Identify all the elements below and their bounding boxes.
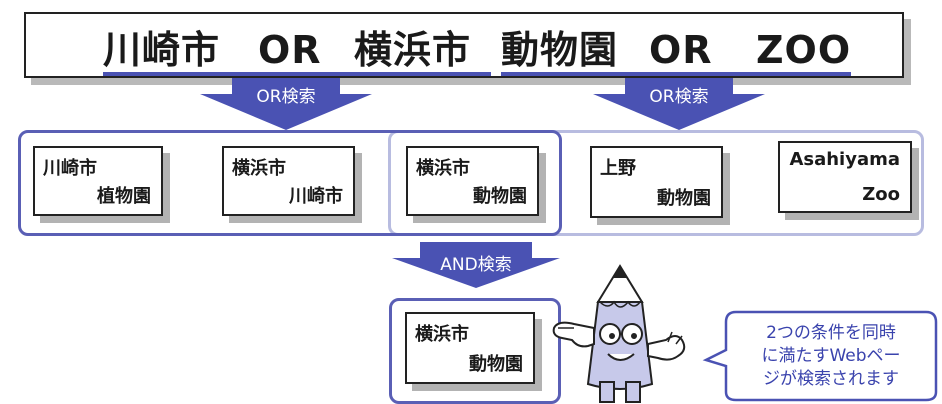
site-card-line2: 川崎市 (289, 186, 343, 207)
left-group-underline (103, 72, 491, 76)
site-card-line1: Asahiyama (789, 149, 900, 170)
site-card-line1: 上野 (600, 158, 636, 179)
site-card-line2: Zoo (862, 184, 900, 205)
site-card-line1: 横浜市 (416, 158, 470, 179)
bubble-line-2: に満たすWebペー (761, 346, 901, 366)
site-card: 川崎市 植物園 (33, 146, 163, 216)
site-card: Asahiyama Zoo (778, 141, 912, 213)
or-group-frame-right (388, 130, 924, 236)
site-card-line1: 川崎市 (43, 158, 97, 179)
or-search-label-left: OR検索 (256, 87, 316, 107)
speech-bubble: 2つの条件を同時 に満たすWebペー ジが検索されます (726, 318, 936, 398)
site-card: 横浜市 動物園 (406, 146, 539, 216)
site-card-line2: 植物園 (97, 186, 151, 207)
result-card-line2: 動物園 (469, 354, 523, 375)
site-card-line2: 動物園 (657, 188, 711, 209)
query-operator-or-1: OR (258, 28, 322, 72)
result-card: 横浜市 動物園 (405, 312, 535, 384)
query-operator-or-2: OR (649, 28, 713, 72)
and-result-frame (389, 298, 561, 404)
or-arrow-right (593, 78, 765, 130)
query-banner: 川崎市 OR 横浜市 動物園 OR ZOO (24, 12, 904, 78)
or-search-label-right: OR検索 (649, 87, 709, 107)
or-group-frame-left (18, 130, 562, 236)
bubble-line-1: 2つの条件を同時 (766, 323, 896, 343)
site-card: 横浜市 川崎市 (222, 146, 355, 216)
site-card-line1: 横浜市 (232, 158, 286, 179)
site-card: 上野 動物園 (590, 146, 723, 218)
query-term-yokohama: 横浜市 (354, 28, 472, 72)
query-term-zoo-en: ZOO (756, 28, 852, 72)
and-search-label: AND検索 (440, 255, 512, 275)
and-arrow (392, 242, 560, 288)
site-card-line2: 動物園 (473, 186, 527, 207)
pencil-mascot-icon (552, 264, 686, 403)
query-term-kawasaki: 川崎市 (103, 28, 221, 72)
result-card-line1: 横浜市 (415, 324, 469, 345)
right-group-underline (501, 72, 851, 76)
query-term-zoo-jp: 動物園 (501, 28, 619, 72)
speech-bubble-shape (702, 310, 938, 402)
or-arrow-left (200, 78, 372, 130)
bubble-line-3: ジが検索されます (763, 369, 899, 389)
